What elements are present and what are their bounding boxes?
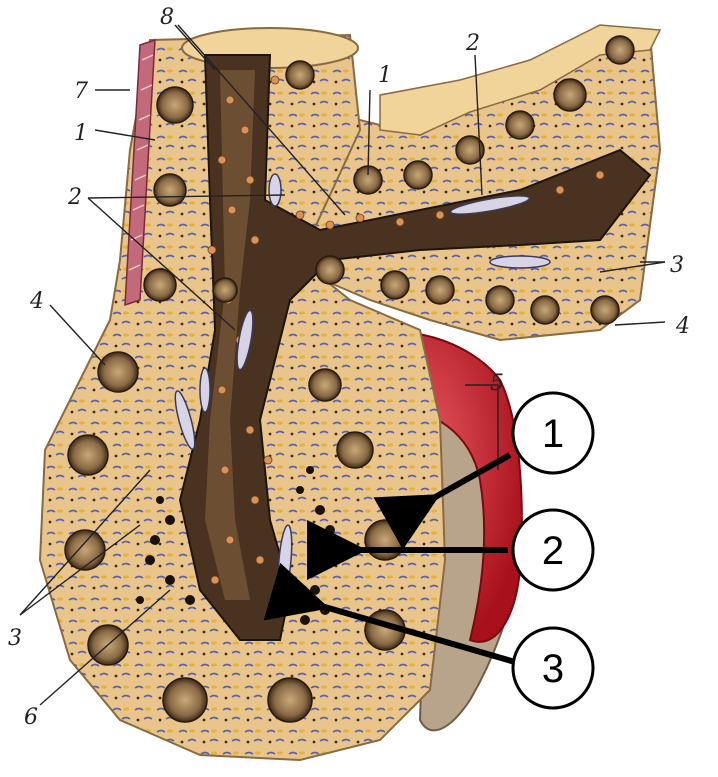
callout-3: 3	[513, 628, 593, 708]
label-4-left: 4	[29, 289, 44, 314]
callout-3-number: 3	[542, 647, 564, 691]
label-6: 6	[24, 705, 38, 730]
label-7: 7	[74, 79, 88, 104]
callout-1: 1	[513, 393, 593, 473]
label-8: 8	[160, 5, 174, 30]
label-3-right: 3	[670, 253, 684, 278]
label-2-top: 2	[465, 31, 480, 56]
label-3-left: 3	[8, 626, 22, 651]
label-2-left: 2	[67, 185, 82, 210]
callout-2-number: 2	[542, 529, 564, 573]
label-4-right: 4	[675, 314, 690, 339]
label-1-top: 1	[378, 63, 392, 88]
label-1-left: 1	[74, 121, 88, 146]
label-5: 5	[490, 371, 504, 396]
callout-1-number: 1	[542, 412, 564, 456]
callout-2: 2	[513, 510, 593, 590]
